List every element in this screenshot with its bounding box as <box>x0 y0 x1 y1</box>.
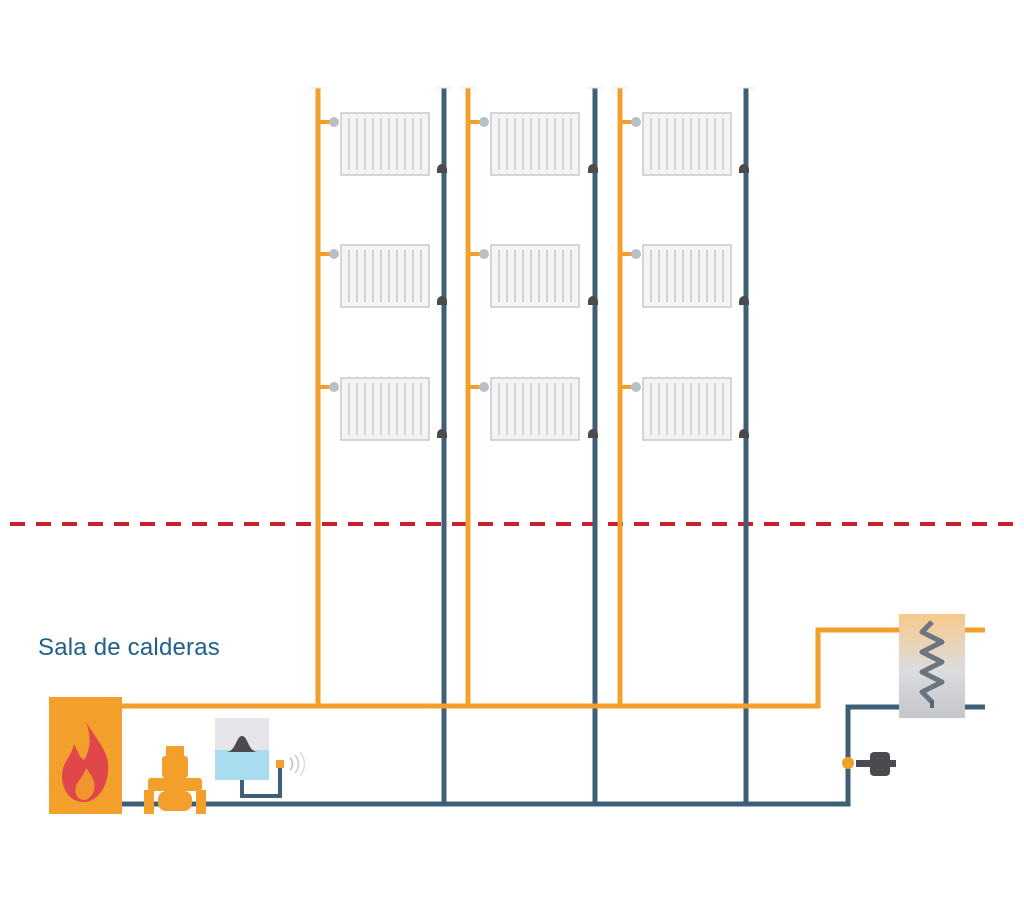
lockshield-valve <box>588 164 598 173</box>
radiator <box>468 112 598 176</box>
tank-connection <box>240 764 282 798</box>
radiator <box>318 377 447 441</box>
thermostatic-valve <box>329 382 339 392</box>
lockshield-valve <box>437 296 447 305</box>
lockshield-valve <box>739 429 749 438</box>
lockshield-valve <box>437 429 447 438</box>
thermostatic-valve <box>631 117 641 127</box>
boiler-room-label: Sala de calderas <box>38 634 220 661</box>
boiler-icon <box>49 697 122 814</box>
radiator <box>468 377 598 441</box>
lockshield-valve <box>739 296 749 305</box>
lockshield-valve <box>588 296 598 305</box>
radiators <box>318 112 749 441</box>
radiator-body <box>490 112 580 176</box>
lockshield-valve <box>588 429 598 438</box>
radiator <box>318 112 447 176</box>
lockshield-valve <box>739 164 749 173</box>
expansion-tank-icon <box>215 718 306 780</box>
return-pipes <box>122 88 985 807</box>
thermostatic-valve <box>479 249 489 259</box>
radiator-body <box>642 244 732 308</box>
heat-exchanger-icon <box>899 614 965 718</box>
radiator <box>620 377 749 441</box>
supply-main <box>122 627 985 709</box>
radiator <box>620 112 749 176</box>
thermostatic-valve <box>479 117 489 127</box>
lockshield-valve <box>437 164 447 173</box>
radiator-body <box>490 244 580 308</box>
radiator <box>468 244 598 308</box>
thermostatic-valve <box>479 382 489 392</box>
thermostatic-valve <box>631 382 641 392</box>
radiator <box>620 244 749 308</box>
circulation-pump-icon <box>144 746 206 814</box>
thermostatic-valve <box>329 117 339 127</box>
radiator-body <box>340 244 430 308</box>
radiator-body <box>642 377 732 441</box>
radiator-body <box>642 112 732 176</box>
radiator <box>318 244 447 308</box>
radiator-body <box>340 112 430 176</box>
radiator-body <box>490 377 580 441</box>
control-valve-icon <box>842 752 896 776</box>
radiator-body <box>340 377 430 441</box>
thermostatic-valve <box>631 249 641 259</box>
thermostatic-valve <box>329 249 339 259</box>
